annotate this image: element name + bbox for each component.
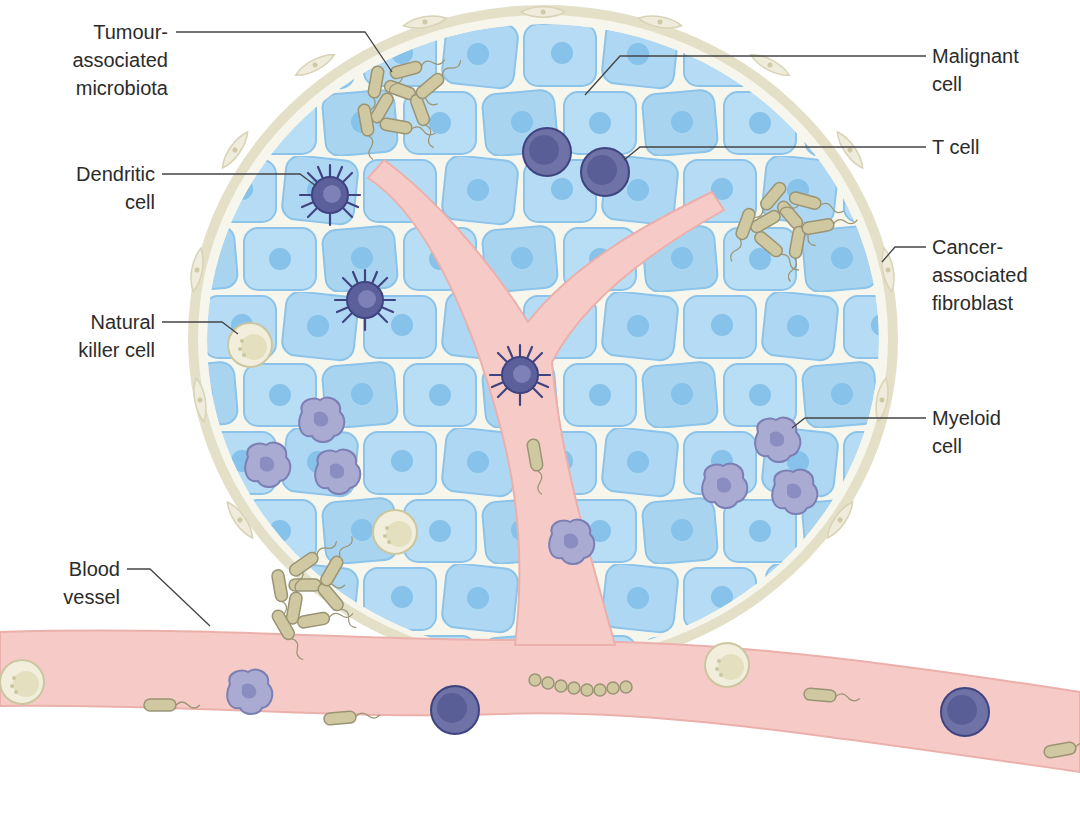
- callout-label: Tumour-associated microbiota: [58, 18, 168, 102]
- callout-label: Dendritic cell: [55, 160, 155, 216]
- callout-label: Cancer-associated fibroblast: [932, 233, 1042, 317]
- callout-label: Myeloid cell: [932, 404, 1022, 460]
- callout-label: Malignant cell: [932, 42, 1037, 98]
- callout-label: Blood vessel: [40, 555, 120, 611]
- callout-label: Natural killer cell: [55, 308, 155, 364]
- callout-label: T cell: [932, 133, 1032, 161]
